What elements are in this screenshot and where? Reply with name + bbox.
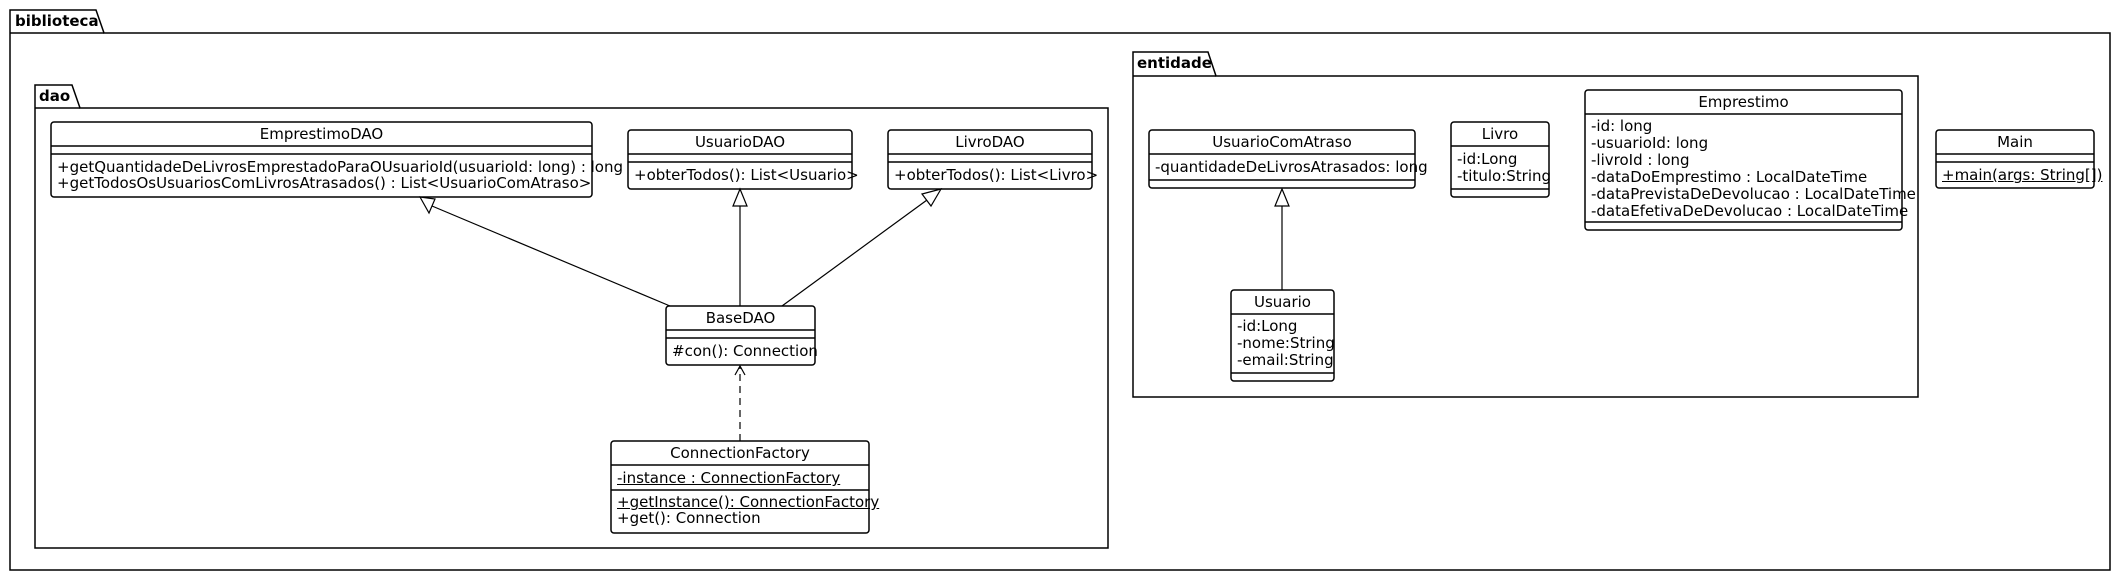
method: +get(): Connection <box>617 509 761 527</box>
class-livro-dao <box>887 129 1093 190</box>
inheritance-basedao-usuariodao <box>732 187 748 306</box>
class-name: UsuarioComAtraso <box>1212 133 1352 151</box>
inheritance-usuario-usuariocomatraso <box>1274 187 1290 290</box>
class-name: EmprestimoDAO <box>259 125 384 143</box>
class-livro <box>1450 121 1550 198</box>
class-name: UsuarioDAO <box>694 133 786 151</box>
static-attribute: -instance : ConnectionFactory <box>617 469 841 487</box>
class-usuario-com-atraso <box>1148 129 1416 189</box>
class-main <box>1935 129 2095 189</box>
method: #con(): Connection <box>672 342 818 360</box>
attribute: -titulo:String <box>1457 167 1552 185</box>
static-method: +getInstance(): ConnectionFactory <box>617 493 880 511</box>
package-dao <box>34 84 1109 549</box>
method: +obterTodos(): List<Livro> <box>894 166 1099 184</box>
class-usuario <box>1230 289 1335 382</box>
attribute: -dataPrevistaDeDevolucao : LocalDateTime <box>1591 185 1916 203</box>
package-label-dao: dao <box>39 87 71 105</box>
attribute: -email:String <box>1237 351 1334 369</box>
attribute: -id:Long <box>1237 317 1298 335</box>
class-connection-factory <box>610 440 870 534</box>
class-emprestimo <box>1584 89 1903 231</box>
class-name: ConnectionFactory <box>670 444 810 462</box>
inheritance-basedao-livrodao <box>781 188 943 307</box>
class-name: Usuario <box>1253 293 1311 311</box>
attribute: -id: long <box>1591 117 1653 135</box>
class-name: Main <box>1997 133 2033 151</box>
method: +obterTodos(): List<Usuario> <box>634 166 859 184</box>
attribute: -livroId : long <box>1591 151 1690 169</box>
class-base-dao <box>665 305 816 366</box>
attribute: -usuarioId: long <box>1591 134 1709 152</box>
package-label-entidade: entidade <box>1137 54 1212 72</box>
class-name: LivroDAO <box>955 133 1025 151</box>
attribute: -dataDoEmprestimo : LocalDateTime <box>1591 168 1868 186</box>
inheritance-basedao-emprestimodao <box>418 196 671 307</box>
package-biblioteca <box>9 9 2111 571</box>
method: +getTodosOsUsuariosComLivrosAtrasados() … <box>57 174 592 192</box>
method: +getQuantidadeDeLivrosEmprestadoParaOUsu… <box>57 158 624 176</box>
attribute: -id:Long <box>1457 150 1518 168</box>
static-method: +main(args: String[]) <box>1942 166 2103 184</box>
attribute: -quantidadeDeLivrosAtrasados: long <box>1155 158 1428 176</box>
class-name: Emprestimo <box>1698 93 1789 111</box>
attribute: -nome:String <box>1237 334 1335 352</box>
attribute: -dataEfetivaDeDevolucao : LocalDateTime <box>1591 202 1909 220</box>
class-name: BaseDAO <box>705 309 776 327</box>
package-label-biblioteca: biblioteca <box>15 12 99 30</box>
class-name: Livro <box>1481 125 1519 143</box>
package-entidade <box>1132 51 1919 398</box>
dependency-connectionfactory-basedao <box>734 364 746 441</box>
class-emprestimo-dao <box>50 121 593 198</box>
